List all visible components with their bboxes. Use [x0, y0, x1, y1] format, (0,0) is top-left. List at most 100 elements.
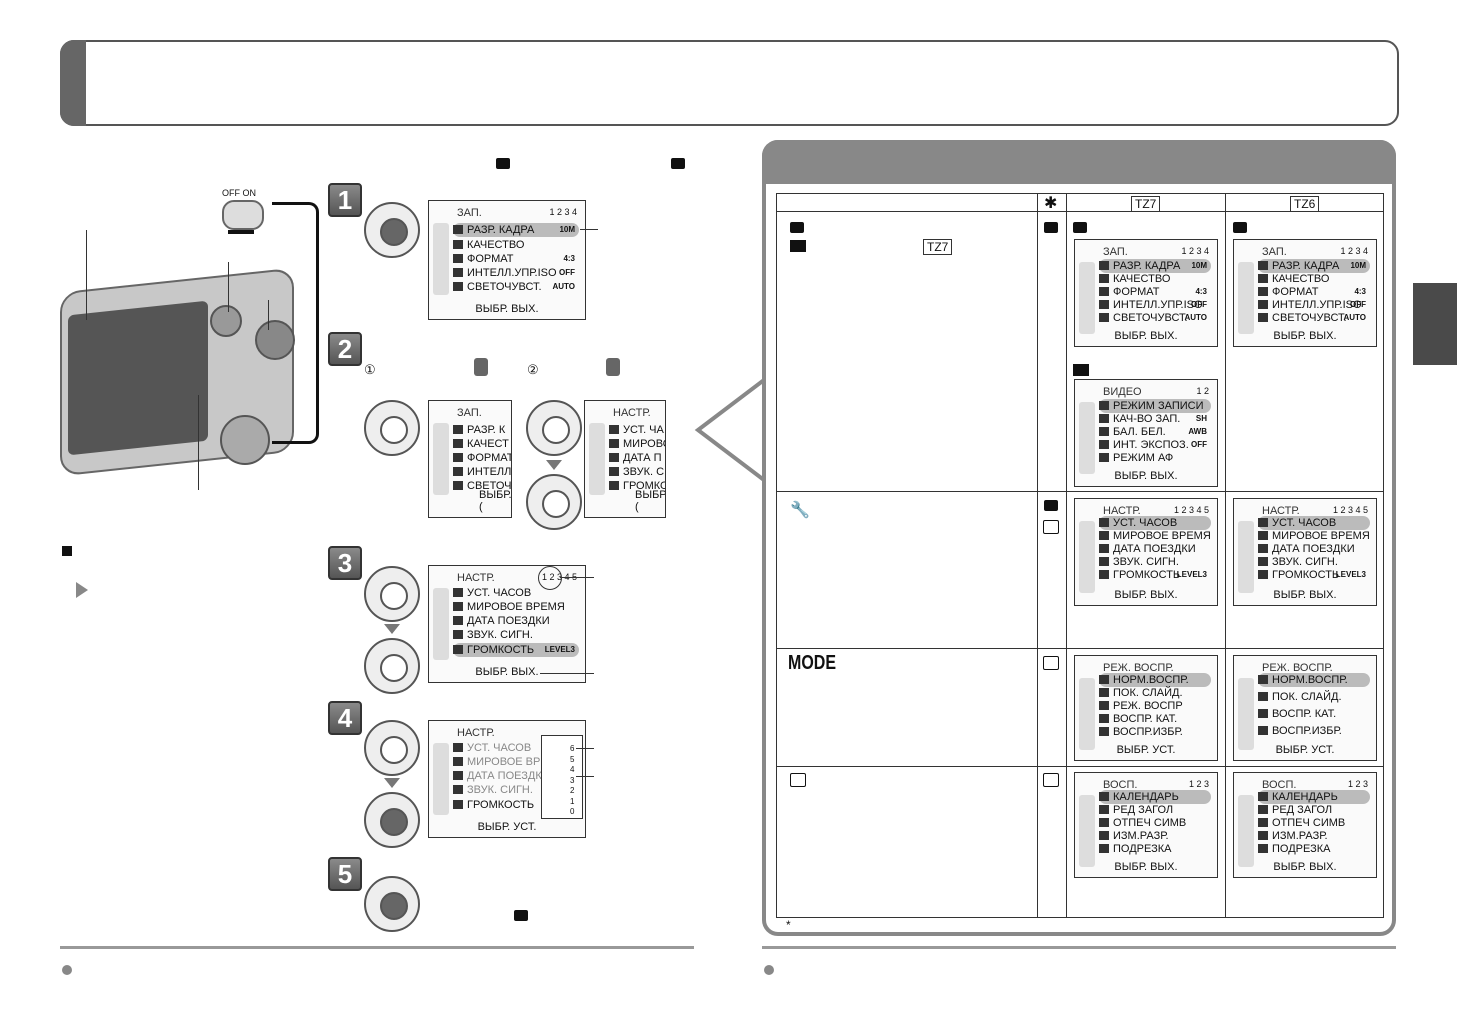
- menu-side-tabs: [589, 423, 605, 495]
- camera-icon: [514, 910, 528, 921]
- header-bar: [60, 40, 1399, 126]
- bullet-dot: [62, 965, 72, 975]
- menu-row: ЗВУК. С: [609, 465, 664, 479]
- menu-footer: ВЫБР. УСТ.: [477, 821, 537, 833]
- col-header-tz7: TZ7: [1131, 196, 1161, 212]
- rec-tab-icon: [474, 358, 488, 376]
- table-col-line: [1225, 193, 1226, 918]
- dpad-icon: [364, 792, 420, 848]
- shutter-illustration: [210, 305, 242, 337]
- header-tab-accent: [60, 40, 86, 126]
- table-row-line: [776, 648, 1384, 649]
- tz6-setup-menu: НАСТР.1 2 3 4 5 УСТ. ЧАСОВ МИРОВОЕ ВРЕМЯ…: [1233, 498, 1377, 606]
- leader-line: [198, 395, 199, 490]
- dpad-icon: [526, 474, 582, 530]
- table-col-line: [1037, 193, 1038, 918]
- camera-icon: [1073, 222, 1087, 233]
- play-icon: [1043, 520, 1059, 534]
- dpad-icon: [526, 400, 582, 456]
- dpad-illustration: [220, 415, 270, 465]
- page-highlight-circle: [538, 566, 562, 590]
- arrow-down-icon: [384, 624, 400, 634]
- camera-icon: [496, 158, 510, 169]
- menu-screen-setup-cut: НАСТР. УСТ. ЧА МИРОВО ДАТА П ЗВУК. С ГРО…: [584, 400, 666, 518]
- substep-1: ①: [364, 362, 376, 377]
- menu-row: ГРОМКО: [609, 479, 665, 493]
- camera-icon: [1044, 500, 1058, 511]
- leader-line: [540, 673, 594, 674]
- menu-side-tabs: [433, 588, 449, 660]
- play-icon: [1043, 656, 1059, 670]
- dpad-icon: [364, 202, 420, 258]
- menu-footer: ВЫБР. ВЫХ.: [475, 666, 539, 678]
- dpad-icon: [364, 876, 420, 932]
- col-header-tz6: TZ6: [1290, 196, 1320, 212]
- menu-row: СВЕТОЧУВСТ.AUTO: [453, 280, 579, 294]
- leader-line: [576, 748, 594, 749]
- tz7-play-menu: ВОСП.1 2 3 КАЛЕНДАРЬ РЕД ЗАГОЛ ОТПЕЧ СИМ…: [1074, 772, 1218, 878]
- menu-title: НАСТР.: [613, 407, 651, 419]
- menu-row: МИРОВОЕ ВРЕМЯ: [453, 600, 579, 614]
- menu-side-tabs: [433, 223, 449, 295]
- lcd-screen-illustration: [68, 300, 208, 456]
- menu-side-tabs: [433, 423, 449, 495]
- wrench-tab-icon: [606, 358, 620, 376]
- menu-title: ЗАП.: [457, 407, 482, 419]
- dpad-icon: [364, 566, 420, 622]
- play-icon: [790, 773, 806, 787]
- step-number: 4: [328, 701, 362, 735]
- menu-row: ЗВУК. СИГН.: [453, 628, 579, 642]
- dpad-icon: [364, 638, 420, 694]
- menu-row: ЗВУК. СИГН.: [453, 783, 579, 797]
- menu-screen-rec-cut: ЗАП. РАЗР. К КАЧЕСТ ФОРМАТ ИНТЕЛЛ СВЕТОЧ…: [428, 400, 512, 518]
- bullet-square: [62, 546, 72, 556]
- camera-icon: [1044, 222, 1058, 233]
- mode-dial-illustration: [255, 320, 295, 360]
- wrench-icon: 🔧: [790, 502, 810, 519]
- step-number: 5: [328, 857, 362, 891]
- table-col-line: [1066, 193, 1067, 918]
- step-number: 3: [328, 546, 362, 580]
- panel-header: [762, 140, 1396, 184]
- menu-row: ДАТА ПОЕЗДК: [453, 769, 579, 783]
- arrow-icon: [76, 582, 88, 598]
- menu-row: МИРОВО: [609, 437, 665, 451]
- menu-footer: ВЫБР.(: [479, 489, 512, 513]
- arrow-down-icon: [546, 460, 562, 470]
- menu-title: НАСТР.: [457, 572, 495, 584]
- footer-rule: [762, 946, 1396, 949]
- camera-illustration: [60, 250, 310, 480]
- menu-row: ДАТА П: [609, 451, 662, 465]
- menu-title: ЗАП.: [457, 207, 482, 219]
- page-indicator: 1 2 3 4: [549, 207, 577, 217]
- switch-label: OFF ON: [222, 188, 256, 198]
- menu-row: КАЧЕСТ: [453, 437, 509, 451]
- dpad-icon: [364, 400, 420, 456]
- footer-rule: [60, 946, 694, 949]
- menu-row: ИНТЕЛЛ: [453, 465, 511, 479]
- leader-line: [86, 230, 87, 320]
- menu-row: МИРОВОЕ ВРЕ: [453, 755, 579, 769]
- menu-side-tabs: [433, 743, 449, 815]
- camera-icon: [1233, 222, 1247, 233]
- menu-screen-setup: НАСТР. 1 2 3 4 5 УСТ. ЧАСОВ МИРОВОЕ ВРЕМ…: [428, 565, 586, 683]
- leader-line: [268, 300, 269, 330]
- menu-row: КАЧЕСТВО: [453, 238, 579, 252]
- leader-line: [560, 577, 594, 578]
- mode-label: MODE: [788, 652, 836, 674]
- tz6-play-menu: ВОСП.1 2 3 КАЛЕНДАРЬ РЕД ЗАГОЛ ОТПЕЧ СИМ…: [1233, 772, 1377, 878]
- menu-row: УСТ. ЧА: [609, 423, 664, 437]
- step-number: 1: [328, 183, 362, 217]
- dpad-icon: [364, 720, 420, 776]
- substep-2: ②: [527, 362, 539, 377]
- col-header-star: ✱: [1044, 195, 1058, 212]
- menu-row: ГРОМКОСТЬ: [453, 798, 579, 812]
